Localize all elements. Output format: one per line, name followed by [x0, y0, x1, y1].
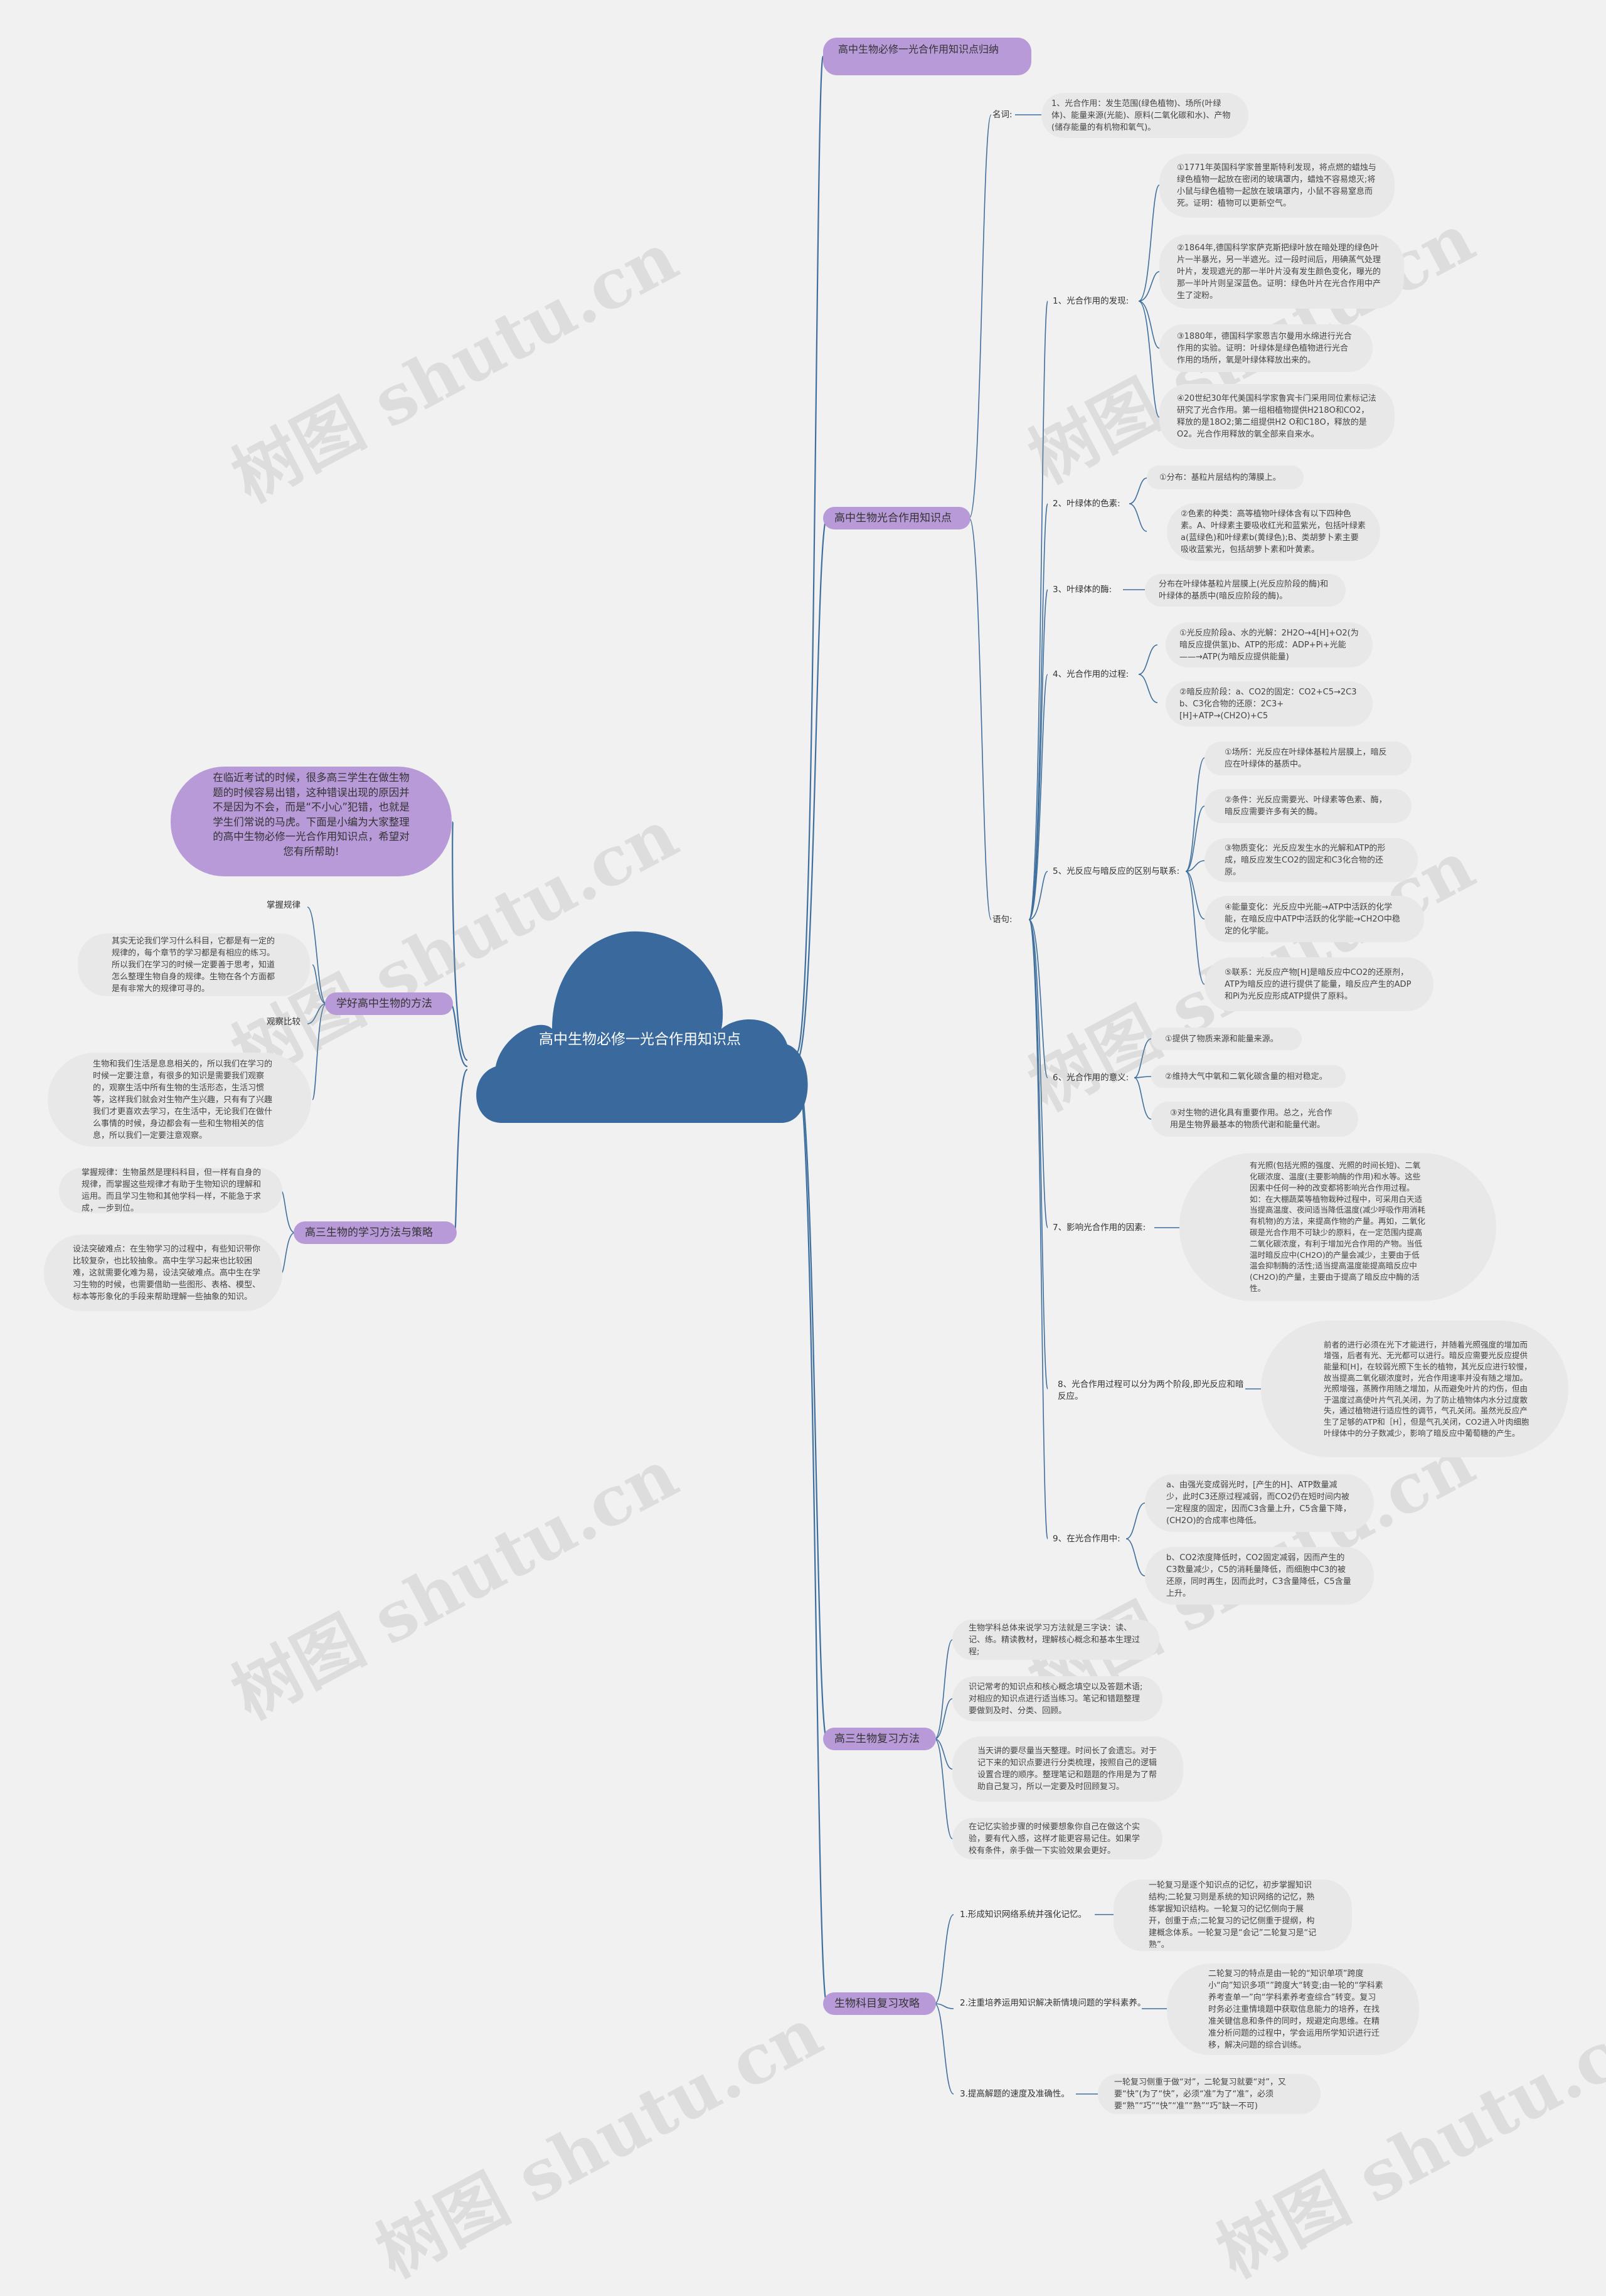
- note-f3: 当天讲的要尽量当天整理。时间长了会遗忘。对于记下来的知识点要进行分类梳理，按照自…: [952, 1736, 1183, 1802]
- note-s1a: ①1771年英国科学家普里斯特利发现，将点燃的蜡烛与绿色植物一起放在密闭的玻璃罩…: [1159, 154, 1395, 218]
- note-terms: 1、光合作用：发生范围(绿色植物)、场所(叶绿体)、能量来源(光能)、原料(二氧…: [1041, 93, 1248, 138]
- note-f4: 在记忆实验步骤的时候要想象你自己在做这个实验，要有代入感，这样才能更容易记住。如…: [952, 1818, 1162, 1859]
- link-root-b5: [454, 1068, 469, 1234]
- note-f1: 生物学科总体来说学习方法就是三字诀：读、记、练。精读教材，理解核心概念和基本生理…: [952, 1620, 1159, 1660]
- note-s4b: ②暗反应阶段：a、CO2的固定：CO2+C5→2C3 b、C3化合物的还原：2C…: [1166, 681, 1373, 726]
- note-s6b: ②维持大气中氧和二氧化碳含量的相对稳定。: [1151, 1065, 1346, 1088]
- label-s3: 3、叶绿体的酶:: [1053, 585, 1112, 595]
- note-s6c: ③对生物的进化具有重要作用。总之，光合作用是生物界最基本的物质代谢和能量代谢。: [1151, 1102, 1358, 1137]
- link-root-b3: [795, 1068, 828, 2005]
- label-observe: 观察比较: [267, 1017, 300, 1027]
- note-g3: 一轮复习侧重于做“对”，二轮复习就要“对”，又要“快”(为了“快”，必须“准”为…: [1098, 2074, 1321, 2114]
- label-statements: 语句:: [992, 915, 1013, 925]
- label-s6: 6、光合作用的意义:: [1053, 1073, 1129, 1083]
- label-s7: 7、影响光合作用的因素:: [1053, 1223, 1146, 1233]
- branch-learning-method[interactable]: 学好高中生物的方法: [325, 992, 453, 1015]
- note-p1: 掌握规律：生物虽然是理科科目，但一样有自身的规律，而掌握这些规律才有助于生物知识…: [59, 1168, 282, 1213]
- note-s1d: ④20世纪30年代美国科学家鲁宾卡门采用同位素标记法研究了光合作用。第一组相植物…: [1159, 384, 1395, 449]
- note-s6a: ①提供了物质来源和能量来源。: [1151, 1028, 1302, 1050]
- branch-review-strategy[interactable]: 生物科目复习攻略: [823, 1992, 936, 2015]
- note-s2a: ①分布：基粒片层结构的薄膜上。: [1147, 465, 1304, 489]
- note-s5e: ⑤联系：光反应产物[H]是暗反应中CO2的还原剂，ATP为暗反应的进行提供了能量…: [1204, 957, 1433, 1011]
- label-g2: 2.注重培养运用知识解决新情境问题的学科素养。: [960, 1998, 1146, 2008]
- note-s9a: a、由强光变成弱光时，[产生的H]、ATP数量减少，此时C3还原过程减弱，而CO…: [1145, 1474, 1374, 1532]
- branch-summary[interactable]: 高中生物必修一光合作用知识点归纳: [823, 38, 1031, 75]
- label-g3: 3.提高解题的速度及准确性。: [960, 2089, 1070, 2099]
- label-s8: 8、光合作用过程可以分为两个阶段,即光反应和暗反应。: [1058, 1379, 1244, 1401]
- label-s5: 5、光反应与暗反应的区别与联系:: [1053, 866, 1180, 876]
- label-g1: 1.形成知识网络系统并强化记忆。: [960, 1910, 1087, 1920]
- note-p2: 设法突破难点：在生物学习的过程中，有些知识带你比较复杂，也比较抽象。高中生学习起…: [44, 1235, 282, 1311]
- note-s8a: 前者的进行必须在光下才能进行，并随着光照强度的增加而增强，后者有光、无光都可以进…: [1261, 1321, 1568, 1457]
- note-g2: 二轮复习的特点是由一轮的“知识单项”跨度小“向”知识多项“”跨度大“转变;由一轮…: [1167, 1964, 1419, 2055]
- root-title[interactable]: 高中生物必修一光合作用知识点: [539, 1031, 741, 1048]
- note-s5a: ①场所：光反应在叶绿体基粒片层膜上，暗反应在叶绿体的基质中。: [1204, 741, 1412, 775]
- note-s1c: ③1880年，德国科学家恩吉尔曼用水绵进行光合作用的实验。证明：叶绿体是绿色植物…: [1159, 324, 1373, 372]
- note-s9b: b、CO2浓度降低时，CO2固定减弱，因而产生的C3数量减少，C5的消耗量降低，…: [1145, 1547, 1374, 1605]
- link-root-b0: [795, 55, 827, 1054]
- label-master-rules: 掌握规律: [267, 900, 300, 910]
- note-g1: 一轮复习是逐个知识点的记忆，初步掌握知识结构;二轮复习则是系统的知识网络的记忆，…: [1114, 1879, 1352, 1951]
- root-cloud: [476, 931, 808, 1123]
- note-s7a: 有光照(包括光照的强度、光照的时间长短)、二氧化碳浓度、温度(主要影响酶的作用)…: [1179, 1153, 1496, 1301]
- note-m2: 生物和我们生活是息息相关的，所以我们在学习的时候一定要注意，有很多的知识是需要我…: [48, 1053, 311, 1147]
- link-yudian: [969, 518, 992, 920]
- note-m1: 其实无论我们学习什么科目，它都是有一定的规律的，每个章节的学习都是有相应的练习。…: [78, 933, 310, 996]
- label-s1: 1、光合作用的发现:: [1053, 296, 1129, 306]
- note-s1b: ②1864年,德国科学家萨克斯把绿叶放在暗处理的绿色叶片一半暴光，另一半遮光。过…: [1159, 235, 1404, 309]
- note-s5b: ②条件：光反应需要光、叶绿素等色素、酶，暗反应需要许多有关的酶。: [1204, 789, 1412, 823]
- label-s2: 2、叶绿体的色素:: [1053, 499, 1120, 509]
- branch-review-method[interactable]: 高三生物复习方法: [823, 1728, 936, 1750]
- link-root-intro: [452, 821, 468, 1061]
- branch-photosynthesis-points[interactable]: 高中生物光合作用知识点: [823, 507, 971, 529]
- note-s5c: ③物质变化：光反应发生水的光解和ATP的形成，暗反应发生CO2的固定和C3化合物…: [1204, 838, 1418, 882]
- link-root-b1: [795, 517, 828, 1061]
- intro-bubble[interactable]: 在临近考试的时候，很多高三学生在做生物题的时候容易出错，这种错误出现的原因并不是…: [171, 767, 452, 876]
- note-s2b: ②色素的种类：高等植物叶绿体含有以下四种色素。A、叶绿素主要吸收红光和蓝紫光，包…: [1167, 503, 1380, 561]
- note-s5d: ④能量变化：光反应中光能→ATP中活跃的化学能，在暗反应中ATP中活跃的化学能→…: [1204, 896, 1424, 942]
- label-s4: 4、光合作用的过程:: [1053, 669, 1129, 679]
- label-terms: 名词:: [992, 110, 1013, 120]
- note-s3a: 分布在叶绿体基粒片层膜上(光反应阶段的酶)和叶绿体的基质中(暗反应阶段的酶)。: [1145, 574, 1346, 607]
- link-root-b2: [795, 1065, 828, 1740]
- connector-lines: [280, 55, 1261, 2095]
- link-mingci: [969, 114, 992, 519]
- branch-learning-strategy[interactable]: 高三生物的学习方法与策略: [294, 1221, 457, 1244]
- note-f2: 识记常考的知识点和核心概念填空以及答题术语;对相应的知识点进行适当练习。笔记和错…: [952, 1676, 1162, 1721]
- label-s9: 9、在光合作用中:: [1053, 1534, 1120, 1544]
- note-s4a: ①光反应阶段a、水的光解：2H2O→4[H]+O2(为暗反应提供氢)b、ATP的…: [1166, 622, 1373, 667]
